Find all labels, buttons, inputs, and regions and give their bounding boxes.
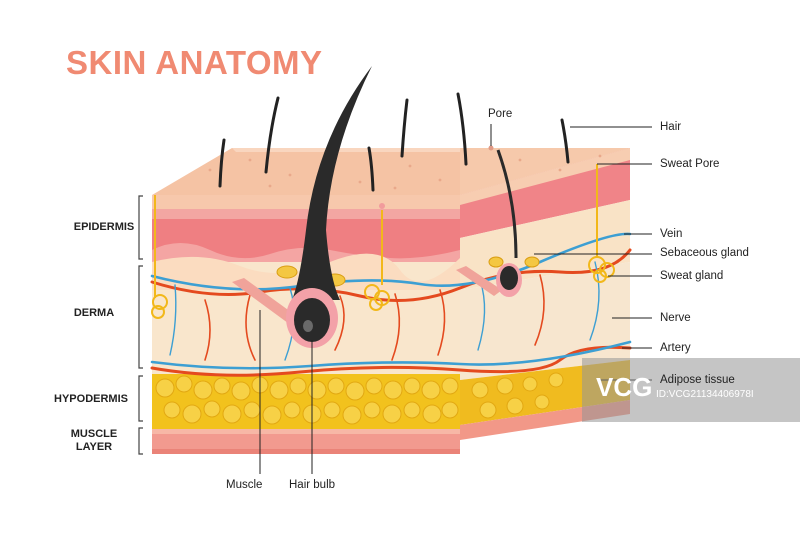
layer-label-muscle-line2: LAYER: [75, 441, 113, 453]
watermark-logo: VCG: [596, 372, 653, 402]
label-nerve: Nerve: [660, 312, 691, 324]
label-sebaceous-gland: Sebaceous gland: [660, 247, 749, 259]
layer-label-muscle: MUSCLE LAYER: [49, 428, 139, 454]
arrector-pili-muscle: [232, 278, 302, 326]
label-hair-bulb: Hair bulb: [289, 479, 336, 491]
adipose-globules: [155, 372, 564, 425]
large-hair-follicle: [286, 66, 372, 348]
sweat-glands: [151, 164, 615, 319]
sebaceous-glands: [276, 256, 540, 287]
label-artery: Artery: [660, 342, 691, 354]
label-vein: Vein: [660, 228, 683, 240]
page-title: SKIN ANATOMY: [66, 44, 323, 81]
side-face: [460, 148, 630, 440]
layer-label-derma: DERMA: [73, 307, 115, 319]
label-pore: Pore: [488, 108, 513, 120]
layer-brackets: [138, 195, 143, 455]
label-adipose-tissue: Adipose tissue: [660, 374, 735, 386]
second-hair-follicle: [496, 149, 522, 297]
arrector-pili-muscle-2: [456, 266, 502, 296]
label-sweat-pore: Sweat Pore: [660, 158, 720, 170]
leader-lines: [259, 124, 652, 474]
watermark-id: ID:VCG21134406978I: [656, 389, 754, 400]
label-hair: Hair: [660, 121, 682, 133]
hair-strands: [218, 92, 570, 192]
label-sweat-gland: Sweat gland: [660, 270, 724, 282]
layer-label-muscle-line1: MUSCLE: [70, 428, 118, 440]
label-muscle: Muscle: [226, 479, 263, 491]
watermark: VCG ID:VCG21134406978I: [582, 358, 800, 422]
layer-label-epidermis: EPIDERMIS: [73, 221, 135, 233]
layer-label-hypodermis: HYPODERMIS: [54, 393, 128, 405]
